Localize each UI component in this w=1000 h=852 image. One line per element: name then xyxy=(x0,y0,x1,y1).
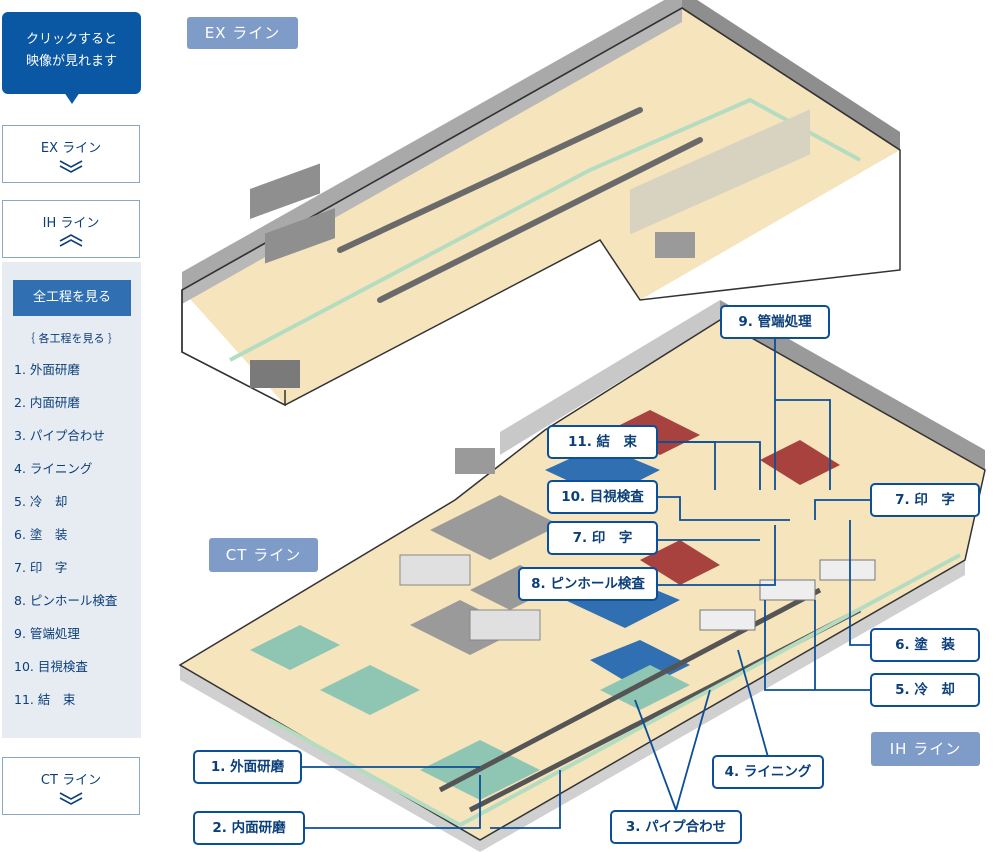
ct-line-tag[interactable]: CT ライン xyxy=(209,538,318,572)
each-process-header: ｛ 各工程を見る ｝ xyxy=(24,332,119,345)
callout-bundling[interactable]: 11. 結 束 xyxy=(547,425,658,459)
callout-visual-inspection[interactable]: 10. 目視検査 xyxy=(547,480,658,514)
callout-cooling[interactable]: 5. 冷 却 xyxy=(870,673,980,707)
video-hint-bubble: クリックすると 映像が見れます xyxy=(2,12,141,104)
callout-printing-ct[interactable]: 7. 印 字 xyxy=(547,521,658,555)
chevron-down-icon xyxy=(59,792,83,805)
ex-line-tag[interactable]: EX ライン xyxy=(187,17,298,49)
process-link-2[interactable]: 2. 内面研磨 xyxy=(14,395,80,410)
hint-line-2: 映像が見れます xyxy=(25,54,117,69)
ct-line-button-label: CT ライン xyxy=(40,773,102,788)
leader-lines xyxy=(300,333,870,829)
process-link-4[interactable]: 4. ライニング xyxy=(14,461,93,476)
process-link-5[interactable]: 5. 冷 却 xyxy=(14,494,68,509)
callout-inner-grinding[interactable]: 2. 内面研磨 xyxy=(193,811,305,845)
ex-building xyxy=(181,0,901,407)
callout-printing-ih[interactable]: 7. 印 字 xyxy=(870,483,980,517)
chevron-up-icon xyxy=(59,234,83,247)
callout-outer-grinding[interactable]: 1. 外面研磨 xyxy=(193,750,302,784)
process-link-3[interactable]: 3. パイプ合わせ xyxy=(14,428,105,443)
chevron-down-icon xyxy=(59,160,83,173)
process-link-9[interactable]: 9. 管端処理 xyxy=(14,626,80,641)
ih-process-panel: 全工程を見る ｛ 各工程を見る ｝ 1. 外面研磨 2. 内面研磨 3. パイプ… xyxy=(2,262,141,738)
callout-painting[interactable]: 6. 塗 装 xyxy=(870,628,980,662)
ih-line-tag: IH ライン xyxy=(871,732,980,766)
all-process-button[interactable]: 全工程を見る xyxy=(13,280,131,316)
process-link-10[interactable]: 10. 目視検査 xyxy=(14,659,88,674)
ex-line-button-label: EX ライン xyxy=(40,141,102,156)
process-link-11[interactable]: 11. 結 束 xyxy=(14,692,76,707)
ct-ih-building xyxy=(178,300,986,852)
ct-line-button[interactable]: CT ライン xyxy=(2,757,140,815)
callout-pipe-end-treatment[interactable]: 9. 管端処理 xyxy=(720,305,830,339)
callout-lining[interactable]: 4. ライニング xyxy=(712,755,824,789)
ih-line-button[interactable]: IH ライン xyxy=(2,200,140,258)
ex-line-button[interactable]: EX ライン xyxy=(2,125,140,183)
hint-line-1: クリックすると xyxy=(25,32,117,47)
process-link-7[interactable]: 7. 印 字 xyxy=(14,560,68,575)
process-link-8[interactable]: 8. ピンホール検査 xyxy=(14,593,118,608)
ih-line-button-label: IH ライン xyxy=(42,216,100,231)
process-link-1[interactable]: 1. 外面研磨 xyxy=(14,362,80,377)
process-link-6[interactable]: 6. 塗 装 xyxy=(14,527,68,542)
callout-pinhole-inspection[interactable]: 8. ピンホール検査 xyxy=(518,567,658,601)
process-list: 1. 外面研磨 2. 内面研磨 3. パイプ合わせ 4. ライニング 5. 冷 … xyxy=(14,362,117,725)
callout-pipe-joining[interactable]: 3. パイプ合わせ xyxy=(610,810,742,844)
